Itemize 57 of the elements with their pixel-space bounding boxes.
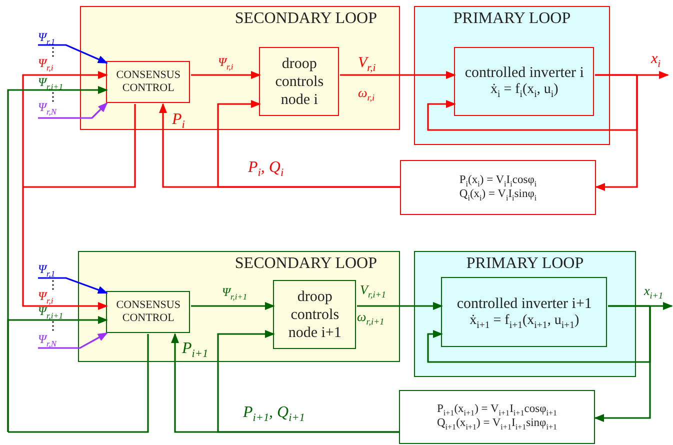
droop-controls-box (273, 280, 356, 350)
node-equation: Q$_{i+1}$(x$_{i+1}$) = V$_{i+1}$I$_{i+1}$sinφ$_{i+1}$ (436, 417, 558, 431)
arrow (340, 71, 456, 79)
node-label: controlled inverter i+1 (456, 294, 592, 313)
edge-label: V$_{r,i}$ (358, 56, 376, 71)
edge-label: Ψ$_{r,1}$ (38, 263, 56, 275)
arrow (191, 71, 261, 79)
node-label: P$_{i+1}$(x$_{i+1}$) = V$_{i+1}$I$_{i+1}$cosφ$_{i+1}$ (436, 403, 558, 417)
primary-loop-panel (414, 251, 636, 377)
loop-title: SECONDARY LOOP (234, 10, 377, 28)
edge-label: P$_{i+1}$ (182, 341, 208, 357)
arrow (594, 306, 651, 422)
node-label: CONSENSUS CONTROL (115, 69, 182, 96)
arrow (595, 75, 638, 191)
loop-title: PRIMARY LOOP (452, 10, 572, 28)
droop-controls-box (259, 47, 340, 116)
node-equation: ẋ$_{i+1}$ = f$_{i+1}$(x$_{i+1}$, u$_{i+1}$) (470, 312, 580, 330)
inverter-box (454, 47, 594, 116)
consensus-control-box (106, 61, 190, 104)
secondary-loop-panel (80, 6, 400, 130)
edge-label: x$_{i}$ (651, 52, 661, 67)
node-label: CONSENSUS CONTROL (115, 299, 182, 326)
arrow (22, 71, 108, 187)
power-equation-box (400, 160, 596, 215)
input-arrow (38, 332, 108, 349)
arrow (357, 302, 443, 310)
connector-trunk (608, 305, 650, 307)
input-arrow (38, 277, 108, 294)
node-label: droop controls node i (274, 54, 325, 109)
arrow (217, 330, 399, 433)
inverter-box (441, 277, 608, 348)
input-arrow (38, 102, 108, 119)
node-equation: ẋ$_{i}$ = f$_{i}$(x$_{i}$, u$_{i}$) (490, 82, 558, 100)
edge-label: P$_{i}$ (172, 112, 185, 128)
arrow (217, 100, 400, 188)
node-label: controlled inverter i (464, 64, 584, 82)
connector-trunk (23, 104, 136, 188)
secondary-loop-panel (78, 251, 400, 362)
arrow (7, 86, 108, 432)
edge-label: P$_{i+1}$, Q$_{i+1}$ (243, 405, 305, 421)
power-equation-box (399, 390, 595, 444)
arrow (22, 187, 108, 310)
edge-label: Ψ$_{r,i+1}$ (38, 305, 64, 317)
primary-loop-panel (414, 6, 610, 145)
edge-label: x$_{i+1}$ (644, 284, 663, 297)
connector-trunk (595, 74, 637, 76)
input-arrow (38, 44, 108, 64)
edge-label: Ψ$_{r,N}$ (38, 333, 56, 345)
node-label: droop controls node i+1 (287, 288, 342, 342)
consensus-control-box (106, 291, 190, 334)
edge-label: P$_{i}$, Q$_{i}$ (248, 160, 284, 176)
node-label: P$_{i}$(x$_{i}$) = V$_{i}$I$_{i}$cosφ$_{i}$ (459, 174, 537, 188)
arrow (191, 302, 275, 310)
connector-trunk (8, 334, 149, 433)
node-equation: Q$_{i}$(x$_{i}$) = V$_{i}$I$_{i}$sinφ$_{i}$ (459, 188, 537, 202)
loop-title: SECONDARY LOOP (234, 255, 377, 273)
loop-title: PRIMARY LOOP (465, 255, 585, 273)
